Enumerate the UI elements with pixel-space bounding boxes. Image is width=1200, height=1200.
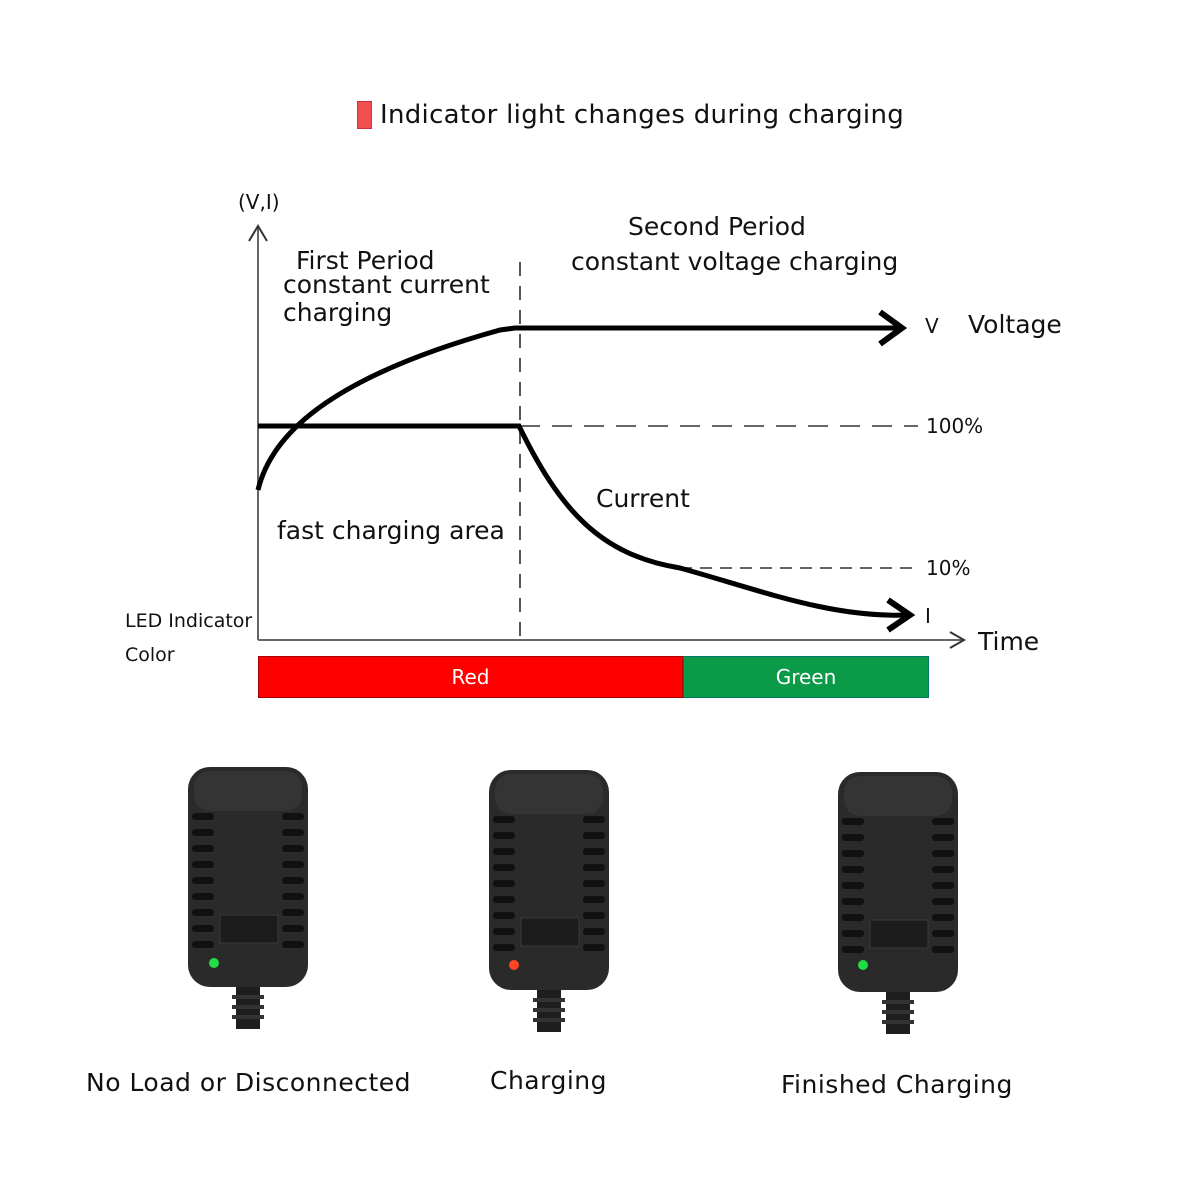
led-bar-green: Green	[683, 656, 929, 698]
current-curve	[258, 423, 909, 618]
fast-charging-area-label: fast charging area	[277, 516, 505, 545]
level-10-label: 10%	[926, 556, 971, 580]
first-period-title: First Period	[296, 246, 435, 275]
red-swatch-icon	[357, 101, 372, 129]
voltage-label: Voltage	[968, 310, 1062, 339]
caption-no-load: No Load or Disconnected	[86, 1068, 412, 1097]
current-label: Current	[596, 484, 690, 513]
page-title: Indicator light changes during charging	[380, 100, 905, 130]
voltage-symbol: V	[925, 314, 939, 338]
y-axis-arrow-icon	[248, 224, 268, 242]
adapter-finished-icon	[838, 772, 958, 1034]
first-period-line3: charging	[283, 298, 393, 327]
current-symbol: I	[925, 604, 931, 628]
x-axis-arrow-icon	[949, 631, 967, 649]
caption-finished: Finished Charging	[781, 1070, 1013, 1099]
adapter-no-load-icon	[188, 767, 308, 1029]
current-arrow-icon	[886, 597, 916, 633]
x-axis-label: Time	[978, 627, 1040, 656]
caption-charging: Charging	[490, 1066, 607, 1095]
level-100-label: 100%	[926, 414, 984, 438]
led-bar-red: Red	[258, 656, 683, 698]
first-period-line2: constant current	[283, 270, 490, 299]
led-bar-green-label: Green	[775, 665, 837, 689]
voltage-curve	[255, 325, 900, 491]
y-axis-label: (V,I)	[238, 190, 280, 214]
voltage-arrow-icon	[878, 309, 908, 347]
title-row: Indicator light changes during charging	[357, 100, 904, 130]
led-bar-red-label: Red	[451, 665, 490, 689]
led-color-label: Color	[125, 644, 175, 666]
second-period-line2: constant voltage charging	[571, 247, 899, 276]
second-period-title: Second Period	[628, 212, 806, 241]
led-indicator-label: LED Indicator	[125, 610, 253, 632]
adapter-charging-icon	[489, 770, 609, 1032]
